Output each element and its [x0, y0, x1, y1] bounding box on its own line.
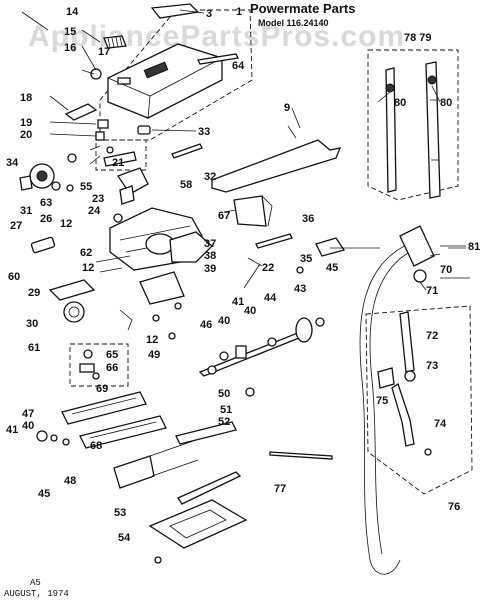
callout-19: 19: [20, 117, 32, 129]
callout-44: 44: [264, 292, 277, 304]
diagram-model: Model 116.24140: [258, 18, 329, 28]
callout-22: 22: [262, 262, 274, 274]
callout-37: 37: [204, 238, 216, 250]
callout-81: 81: [468, 241, 480, 253]
block-60: [30, 236, 56, 254]
callout-49: 49: [148, 349, 160, 361]
callout-36: 36: [302, 213, 314, 225]
callout-31: 31: [20, 205, 32, 217]
callout-65: 65: [106, 349, 118, 361]
callout-27: 27: [10, 220, 22, 232]
callout-16: 16: [64, 42, 76, 54]
callout-40c: 40: [22, 420, 34, 432]
callout-60: 60: [8, 271, 20, 283]
callout-55: 55: [80, 181, 92, 193]
callout-78-79: 78 79: [404, 32, 432, 44]
footer-code: A5: [30, 578, 41, 588]
callout-23: 23: [92, 193, 104, 205]
callout-17: 17: [98, 46, 110, 58]
hose-coupling: [399, 225, 435, 267]
callout-41b: 41: [6, 424, 18, 436]
callout-15: 15: [64, 26, 76, 38]
callout-14: 14: [66, 6, 79, 18]
callout-48: 48: [64, 475, 76, 487]
callout-24: 24: [88, 205, 101, 217]
callout-46: 46: [200, 319, 212, 331]
callout-61: 61: [28, 342, 40, 354]
callout-70: 70: [440, 264, 452, 276]
callout-66: 66: [106, 362, 118, 374]
callout-labels: 1 3 9 12 12 12 14 15 16 17 18 19 20 21 2…: [6, 6, 480, 544]
callout-35: 35: [300, 253, 312, 265]
callout-45b: 45: [38, 488, 50, 500]
callout-40b: 40: [244, 305, 256, 317]
watermark: AppliancePartsPros.com: [28, 20, 405, 53]
callout-45a: 45: [326, 262, 338, 274]
callout-38: 38: [204, 250, 216, 262]
rod-77: [269, 451, 333, 460]
bracket-67: [233, 195, 267, 227]
callout-64: 64: [232, 60, 245, 72]
strip: [197, 53, 239, 65]
callout-69: 69: [96, 383, 108, 395]
callout-75: 75: [376, 395, 388, 407]
housing: [107, 43, 223, 119]
callout-20: 20: [20, 129, 32, 141]
callout-12a: 12: [60, 218, 72, 230]
bumper: [211, 139, 342, 193]
callout-72: 72: [426, 330, 438, 342]
callout-52: 52: [218, 416, 230, 428]
callout-71: 71: [426, 285, 438, 297]
callout-67: 67: [218, 210, 230, 222]
callout-33: 33: [198, 126, 210, 138]
callout-77: 77: [274, 483, 286, 495]
plate-52: [177, 471, 242, 505]
housing-group: [64, 3, 253, 141]
callout-54: 54: [118, 532, 131, 544]
brush-roll: [61, 391, 147, 425]
wand-group: [367, 49, 459, 201]
callout-73: 73: [426, 360, 438, 372]
callout-40a: 40: [218, 315, 230, 327]
callout-43: 43: [294, 283, 306, 295]
callout-26: 26: [40, 213, 52, 225]
callout-63: 63: [40, 197, 52, 209]
callout-80b: 80: [440, 97, 452, 109]
callout-50: 50: [218, 388, 230, 400]
callout-1: 1: [236, 6, 242, 18]
wheel-43: [295, 317, 313, 343]
callout-80a: 80: [394, 97, 406, 109]
base-plate: [148, 499, 248, 549]
motor: [169, 231, 213, 263]
callout-68: 68: [90, 440, 102, 452]
latch: [64, 103, 98, 121]
diagram-title: Powermate Parts: [250, 1, 356, 16]
strip-58: [171, 143, 203, 159]
callout-3: 3: [206, 8, 212, 20]
leader-lines: [21, 9, 470, 291]
footer-date: AUGUST, 1974: [4, 589, 69, 599]
callout-76: 76: [448, 501, 460, 513]
coil-30: [63, 301, 85, 323]
callout-32: 32: [204, 171, 216, 183]
callout-12b: 12: [82, 262, 94, 274]
hose-assembly: [359, 225, 466, 575]
callout-12c: 12: [146, 334, 158, 346]
callout-21: 21: [112, 157, 124, 169]
pin-36: [255, 233, 293, 249]
callout-9: 9: [284, 102, 290, 114]
callout-30: 30: [26, 318, 38, 330]
callout-74: 74: [434, 418, 447, 430]
callout-34: 34: [6, 157, 19, 169]
callout-29: 29: [28, 287, 40, 299]
callout-39: 39: [204, 263, 216, 275]
callout-62: 62: [80, 247, 92, 259]
callout-53: 53: [114, 507, 126, 519]
callout-18: 18: [20, 92, 32, 104]
callout-47: 47: [22, 408, 34, 420]
callout-41a: 41: [232, 296, 244, 308]
callout-58: 58: [180, 179, 192, 191]
callout-51: 51: [220, 404, 232, 416]
